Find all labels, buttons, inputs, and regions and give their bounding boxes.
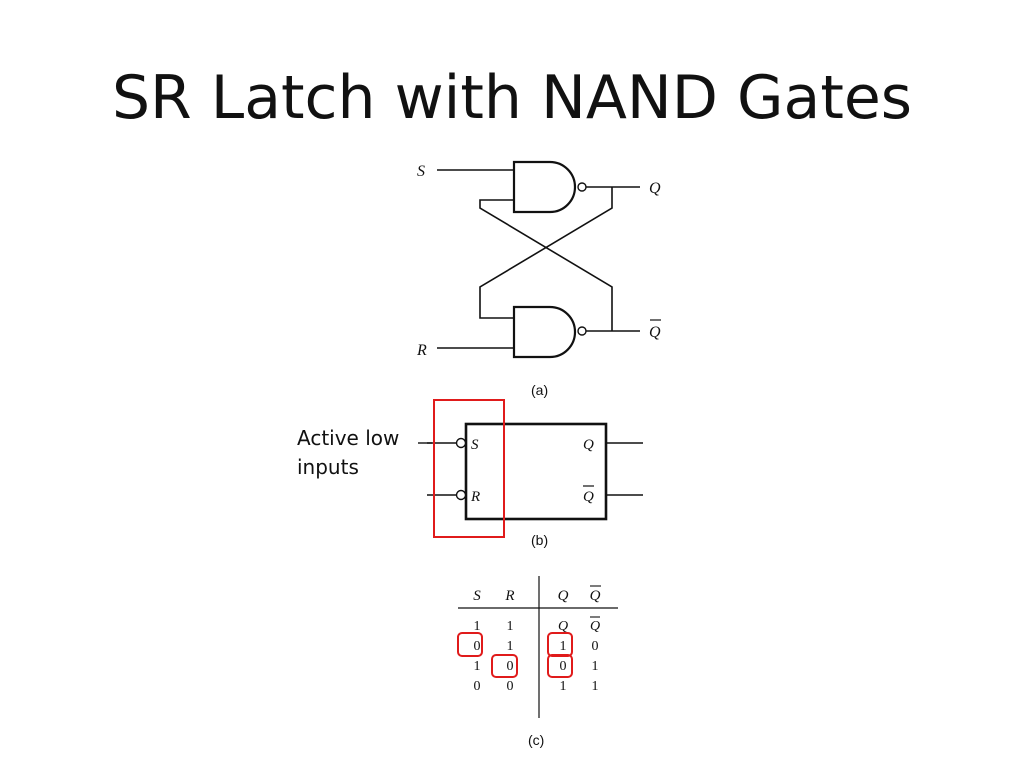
label-s-a: S [417, 163, 425, 180]
active-low-annotation: Active low inputs [297, 424, 399, 482]
th-q: Q [558, 588, 569, 604]
caption-a: (a) [531, 382, 548, 398]
gate-diagram [437, 160, 640, 359]
caption-c: (c) [528, 732, 544, 748]
label-qbar-b: Q [583, 489, 594, 505]
highlight-r2-s [457, 632, 483, 657]
cell-r1-q: Q [558, 619, 568, 634]
nand-gate-top [512, 160, 577, 214]
th-r: R [504, 588, 514, 604]
cell-r3-s: 1 [474, 659, 481, 674]
highlight-r3-r [491, 654, 518, 678]
nand-bubble-top [577, 182, 587, 192]
annotation-line-1: Active low [297, 426, 400, 450]
highlight-r3-q [547, 654, 573, 678]
truth-table: S R Q Q 1 1 Q Q 0 1 1 0 1 0 0 1 0 0 1 1 [457, 576, 618, 718]
annotation-line-2: inputs [297, 455, 359, 479]
cell-r1-r: 1 [507, 619, 514, 634]
cell-r2-q: 1 [560, 639, 567, 654]
th-qbar: Q [590, 588, 601, 604]
label-qbar-a: Q [649, 324, 661, 341]
bubble-r-b [455, 489, 467, 501]
cell-r2-r: 1 [507, 639, 514, 654]
cell-r1-s: 1 [474, 619, 481, 634]
active-low-highlight [433, 399, 505, 538]
caption-b: (b) [531, 532, 548, 548]
latch-block [464, 422, 608, 521]
block-symbol [427, 399, 643, 538]
cell-r1-qbar: Q [590, 619, 600, 634]
cell-r4-qbar: 1 [592, 679, 599, 694]
bubble-s-b [455, 437, 467, 449]
feedback-top-to-bottom [479, 187, 613, 319]
cell-r4-r: 0 [507, 679, 514, 694]
label-r-a: R [416, 342, 427, 359]
label-q-a: Q [649, 180, 661, 197]
feedback-bottom-to-top [479, 199, 613, 331]
nand-bubble-bottom [577, 326, 587, 336]
cell-r2-s: 0 [474, 639, 481, 654]
cell-r3-qbar: 1 [592, 659, 599, 674]
label-s-b: S [471, 437, 479, 453]
cell-r3-r: 0 [507, 659, 514, 674]
cell-r3-q: 0 [560, 659, 567, 674]
label-q-b: Q [583, 437, 594, 453]
nand-gate-bottom [512, 305, 577, 359]
cell-r4-s: 0 [474, 679, 481, 694]
th-s: S [473, 588, 481, 604]
cell-r4-q: 1 [560, 679, 567, 694]
label-r-b: R [470, 489, 480, 505]
slide-title: SR Latch with NAND Gates [111, 63, 913, 133]
cell-r2-qbar: 0 [592, 639, 599, 654]
